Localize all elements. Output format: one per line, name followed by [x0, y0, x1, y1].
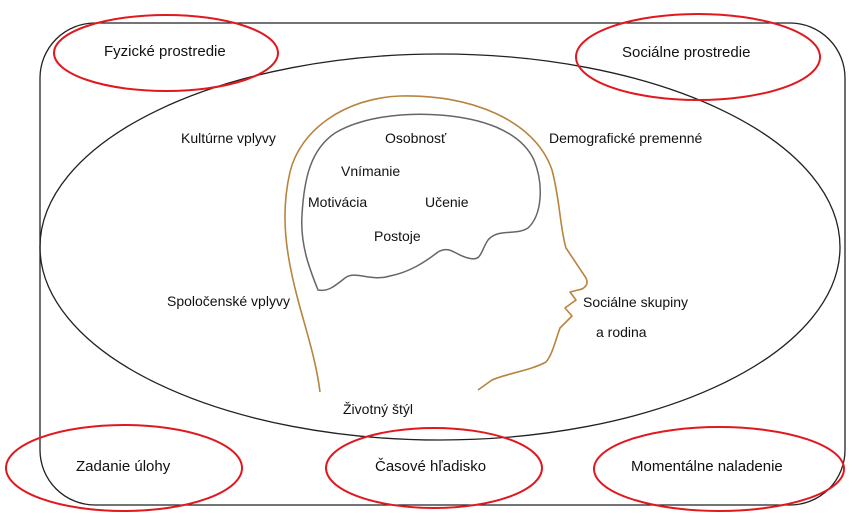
highlight-ellipse-bottom-left [5, 424, 243, 512]
label-motivacia: Motivácia [308, 194, 368, 210]
highlight-ellipse-bottom-center [325, 427, 543, 509]
label-fyzicke-prostredie: Fyzické prostredie [104, 43, 226, 60]
label-momentalne-naladenie: Momentálne naladenie [631, 458, 783, 475]
highlight-ellipse-top-left [53, 14, 279, 92]
label-osobnost: Osobnosť [385, 130, 447, 146]
highlight-ellipse-top-right [575, 13, 821, 101]
label-zadanie-ulohy: Zadanie úlohy [76, 458, 171, 475]
outer-frame [39, 22, 846, 506]
label-a-rodina: a rodina [596, 324, 647, 340]
central-ellipse [39, 53, 841, 441]
highlight-ellipse-bottom-right [593, 426, 845, 512]
head-outline [284, 95, 588, 393]
label-socialne-prostredie: Sociálne prostredie [622, 44, 751, 61]
label-zivotny-styl: Životný štýl [343, 401, 414, 417]
label-socialne-skupiny: Sociálne skupiny [583, 294, 689, 310]
label-spolocenske-vplyvy: Spoločenské vplyvy [167, 293, 290, 309]
label-vnimanie: Vnímanie [341, 163, 401, 179]
label-kulturne-vplyvy: Kultúrne vplyvy [181, 130, 276, 146]
label-casove-hladisko: Časové hľadisko [375, 458, 487, 475]
label-postoje: Postoje [374, 228, 421, 244]
brain-outline [301, 113, 541, 292]
label-demograficke-premenne: Demografické premenné [549, 130, 703, 146]
label-ucenie: Učenie [425, 194, 469, 210]
